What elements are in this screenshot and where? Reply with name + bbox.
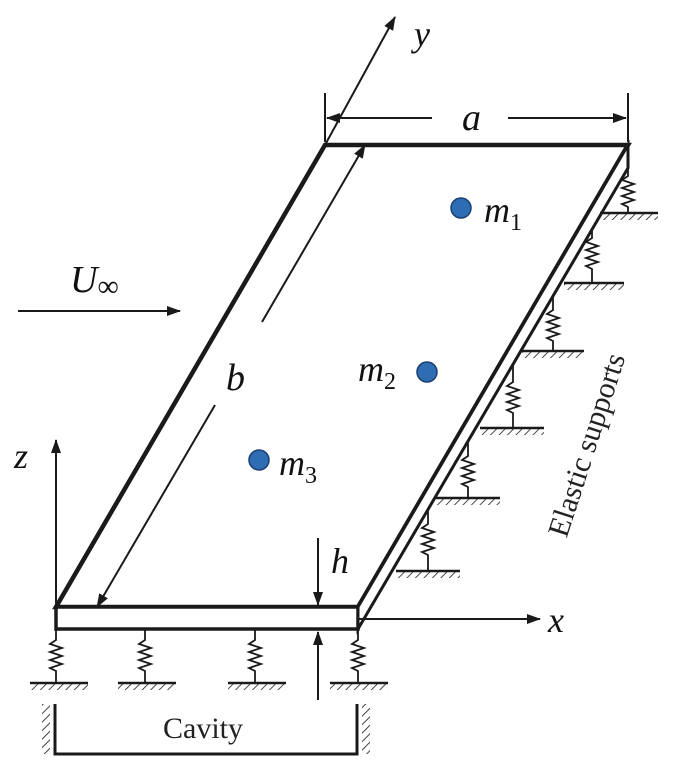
spring-support: [30, 629, 88, 690]
bottom-springs: [30, 629, 388, 690]
mass-3: m3: [248, 443, 317, 489]
mass-3-dot: [248, 449, 270, 471]
cavity-left-wall-hatch: [42, 704, 50, 754]
axes: [51, 16, 541, 624]
spring-support: [522, 297, 584, 358]
mass-1: m1: [450, 190, 522, 236]
flow-subscript: ∞: [97, 270, 118, 303]
mass-2-dot: [416, 361, 438, 383]
flow-symbol: U: [70, 259, 100, 301]
mass-1-label: m1: [484, 190, 522, 236]
right-springs: [396, 168, 658, 578]
elastic-supports-label: Elastic supports: [542, 349, 632, 541]
dimension-b-label: b: [226, 357, 245, 399]
flow-label: U∞: [70, 259, 119, 303]
plate-top-surface: [52, 142, 632, 610]
dimension-a-label: a: [462, 97, 481, 139]
y-axis: [324, 16, 396, 146]
spring-support: [330, 629, 388, 690]
cavity: [42, 704, 370, 756]
mass-2: m2: [358, 349, 438, 395]
spring-support: [118, 629, 176, 690]
x-axis-label: x: [547, 600, 564, 640]
spring-support: [436, 442, 500, 505]
mass-2-label: m2: [358, 349, 396, 395]
thickness-h-label: h: [331, 541, 349, 581]
spring-support: [228, 629, 286, 690]
dimension-a: [324, 93, 629, 142]
plate-front-face: [54, 605, 360, 631]
mass-3-label: m3: [279, 443, 317, 489]
cavity-wall: [53, 704, 359, 756]
mass-1-dot: [450, 197, 472, 219]
z-axis-label: z: [13, 436, 28, 476]
spring-support: [600, 168, 658, 220]
spring-support: [480, 365, 544, 435]
plate: [52, 139, 632, 635]
spring-support: [564, 230, 624, 290]
y-axis-label: y: [411, 14, 430, 54]
cavity-label: Cavity: [163, 712, 243, 745]
spring-support: [396, 510, 460, 578]
dimension-b: [96, 144, 366, 608]
cavity-right-wall-hatch: [362, 704, 370, 754]
